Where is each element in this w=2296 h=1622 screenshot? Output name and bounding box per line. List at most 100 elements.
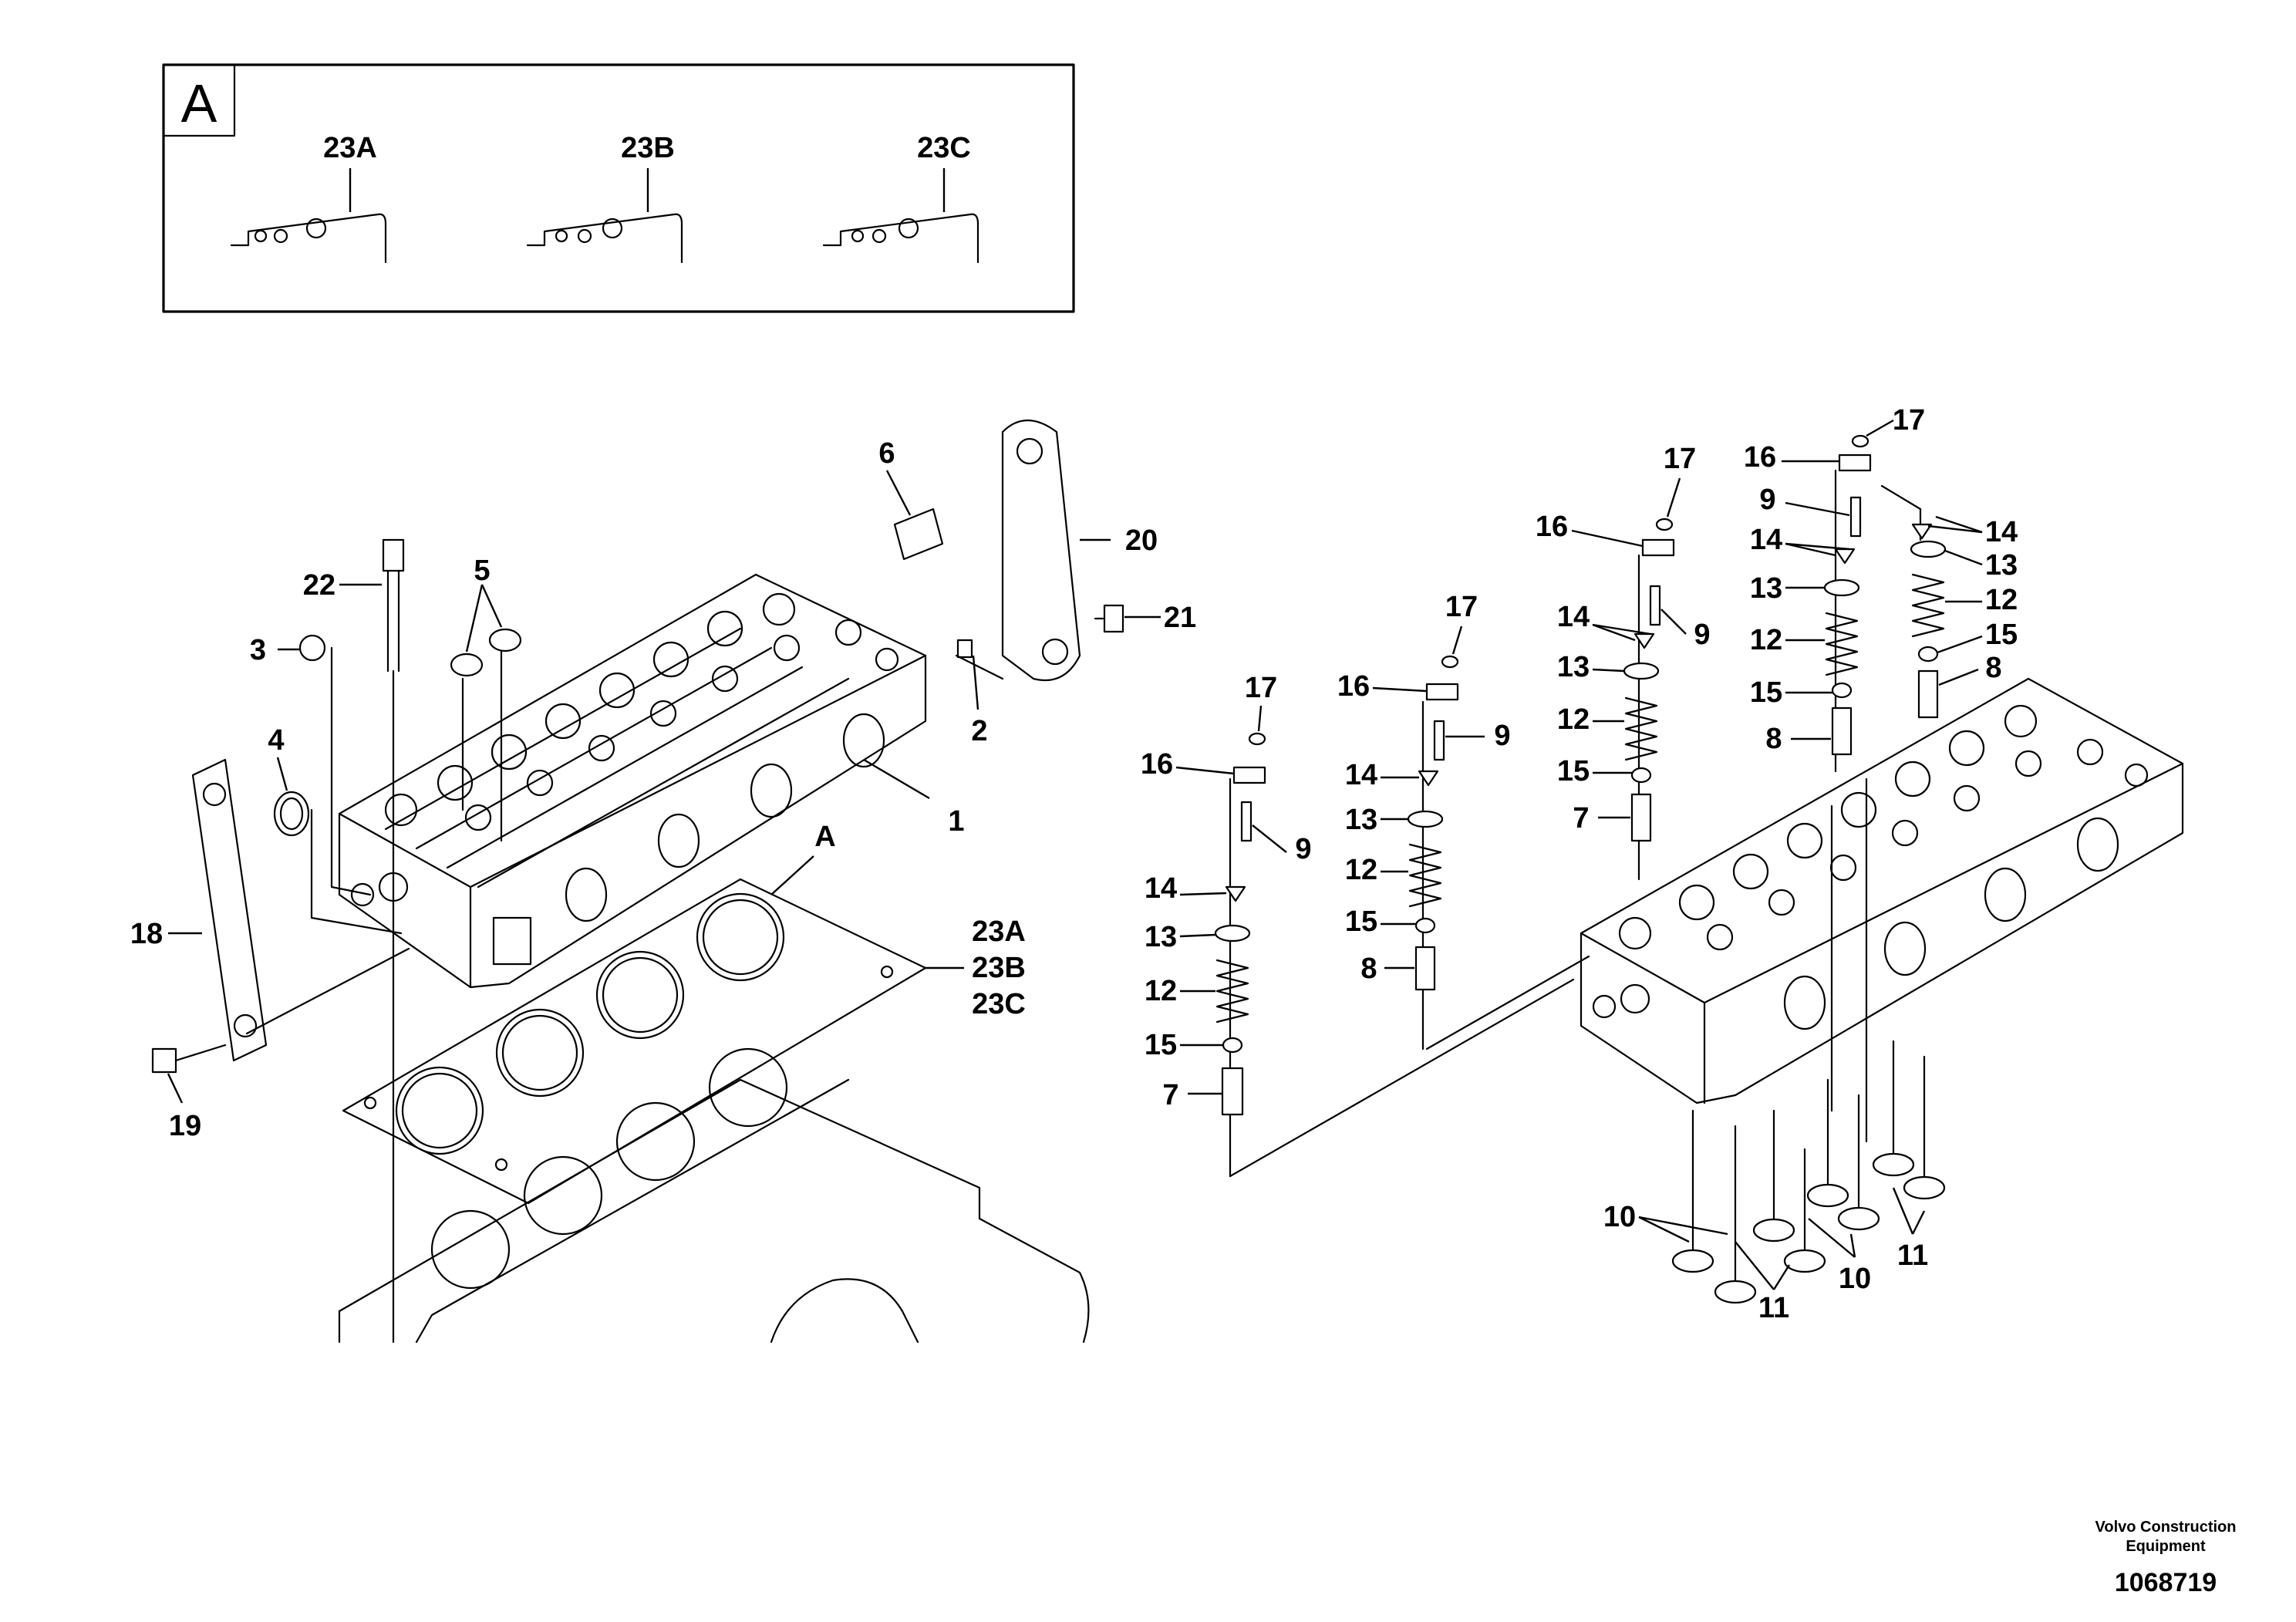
callout-20: 20	[1125, 524, 1158, 557]
part-fitting-2: 2	[956, 639, 988, 747]
callout-16: 16	[1744, 441, 1776, 474]
part-seal-ring-5: 5	[450, 555, 522, 677]
variant-label-23a: 23A	[323, 132, 377, 164]
part-bolt-19: 19	[151, 1044, 227, 1142]
callout-8: 8	[1360, 953, 1377, 985]
gasket-variant-23a: 23A	[230, 132, 387, 264]
part-bolt-21: 21	[1094, 602, 1196, 634]
callout-10: 10	[1839, 1263, 1871, 1295]
inset-letter-box	[162, 63, 236, 137]
callout-21: 21	[1164, 602, 1196, 634]
gasket-callouts: A 23A 23B 23C	[770, 821, 1026, 1020]
callout-3: 3	[250, 634, 266, 666]
inset-frame	[162, 63, 1075, 313]
valves	[1671, 1040, 1946, 1304]
brand-line-2: Equipment	[2126, 1538, 2206, 1555]
valve-callouts: 10 11 10 11	[1603, 1187, 1928, 1324]
callout-1: 1	[948, 805, 964, 838]
callout-23c: 23C	[972, 988, 1026, 1020]
part-plug-6: 6	[878, 437, 944, 561]
callout-leader-1: 1	[863, 758, 965, 838]
callout-8: 8	[1985, 652, 2001, 684]
callout-22: 22	[303, 569, 335, 602]
callout-12: 12	[1145, 975, 1177, 1007]
part-lifting-eye-18: 18	[130, 758, 268, 1062]
callout-13: 13	[1985, 549, 2018, 582]
callout-9: 9	[1295, 833, 1311, 865]
part-lifting-eye-20: 20	[1001, 419, 1158, 682]
callout-6: 6	[878, 437, 895, 470]
footer: Volvo Construction Equipment 1068719	[2095, 1519, 2237, 1597]
inset-detail-a: A 23A 23B 23C	[162, 63, 1075, 313]
callout-10: 10	[1603, 1201, 1636, 1233]
part-seal-ring-4: 4	[268, 724, 310, 837]
variant-label-23c: 23C	[917, 132, 971, 164]
callout-a: A	[814, 821, 835, 853]
gasket-variant-23c: 23C	[822, 132, 979, 264]
callout-13: 13	[1557, 651, 1590, 683]
callout-7: 7	[1162, 1079, 1178, 1111]
callout-15: 15	[1750, 676, 1782, 709]
callout-12: 12	[1750, 624, 1782, 656]
callout-8: 8	[1765, 723, 1782, 755]
valve	[1714, 1125, 1757, 1304]
callout-14: 14	[1750, 524, 1782, 556]
engine-block	[338, 1047, 1090, 1344]
callout-4: 4	[268, 724, 284, 757]
callout-9: 9	[1494, 720, 1510, 752]
callout-17: 17	[1893, 404, 1925, 437]
valve	[1806, 1078, 1849, 1208]
callout-16: 16	[1536, 511, 1568, 543]
callout-19: 19	[169, 1110, 201, 1142]
valve	[1837, 1094, 1880, 1231]
callout-12: 12	[1985, 584, 2018, 616]
callout-12: 12	[1557, 703, 1590, 736]
callout-14: 14	[1557, 601, 1590, 633]
document-number: 1068719	[2115, 1568, 2217, 1597]
inset-letter: A	[181, 73, 217, 133]
callout-23a: 23A	[972, 916, 1026, 948]
variant-label-23b: 23B	[621, 132, 675, 164]
valve	[1671, 1109, 1714, 1273]
cylinder-head	[338, 573, 927, 989]
valve	[1872, 1040, 1915, 1177]
valve-train-group-2: 17 16 9 14 13 12 15 8	[1337, 591, 1511, 1050]
callout-16: 16	[1141, 748, 1173, 781]
part-bolt-22: 22	[303, 538, 405, 673]
callout-13: 13	[1145, 921, 1177, 953]
valve	[1783, 1148, 1826, 1273]
callout-15: 15	[1145, 1029, 1177, 1061]
callout-17: 17	[1664, 443, 1696, 475]
valve	[1752, 1109, 1795, 1243]
callout-7: 7	[1573, 802, 1589, 835]
callout-2: 2	[971, 715, 987, 747]
gasket-variant-23b: 23B	[526, 132, 683, 264]
callout-11: 11	[1758, 1292, 1789, 1324]
callout-17: 17	[1445, 591, 1478, 623]
cylinder-head-right	[1580, 677, 2184, 1104]
callout-5: 5	[474, 555, 490, 587]
callout-11: 11	[1897, 1239, 1928, 1272]
callout-9: 9	[1759, 484, 1775, 516]
cylinder-head-assembly-right: 10 11 10 11 17 16 9 14 1	[1141, 404, 2184, 1324]
callout-14: 14	[1985, 516, 2018, 548]
valve-train-group-4: 17 16 9 14 13 12 15 8	[1744, 404, 1925, 773]
callout-14: 14	[1345, 759, 1377, 791]
callout-12: 12	[1345, 854, 1377, 886]
brand-line-1: Volvo Construction	[2095, 1519, 2237, 1536]
cylinder-head-assembly-left: 22 3 4 5 6 2 1	[130, 419, 1196, 1344]
callout-18: 18	[130, 918, 163, 950]
valve	[1903, 1055, 1946, 1200]
part-plug-3: 3	[250, 634, 326, 666]
callout-15: 15	[1345, 905, 1377, 938]
valve-train-group-3: 17 16 9 14 13 12 15 7	[1536, 443, 1711, 881]
callout-16: 16	[1337, 670, 1370, 703]
valve-train-group-5: 14 13 12 15 8	[1880, 484, 2018, 719]
callout-13: 13	[1750, 572, 1782, 605]
callout-23b: 23B	[972, 952, 1026, 984]
valve-train-group-1: 17 16 9 14 13 12 15 7	[1141, 672, 1312, 1178]
callout-17: 17	[1245, 672, 1277, 704]
callout-14: 14	[1145, 872, 1177, 905]
callout-15: 15	[1557, 755, 1590, 787]
